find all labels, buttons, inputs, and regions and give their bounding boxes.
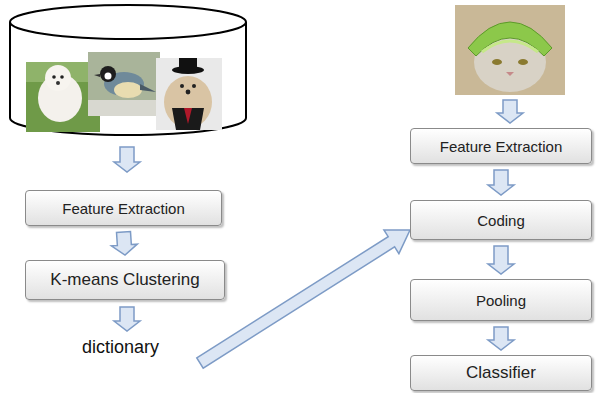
box-label: K-means Clustering [50, 270, 199, 290]
process-box: K-means Clustering [25, 260, 225, 300]
box-label: Coding [477, 212, 525, 229]
flow-arrow [114, 147, 140, 172]
flow-arrow [111, 232, 137, 255]
process-box: Feature Extraction [25, 190, 222, 226]
cat-photo [455, 5, 565, 95]
box-label: Feature Extraction [440, 138, 563, 155]
box-label: Feature Extraction [62, 200, 185, 217]
box-label: Pooling [476, 292, 526, 309]
flow-arrow [114, 307, 140, 331]
dictionary-label: dictionary [82, 337, 159, 358]
flow-arrow [488, 246, 514, 274]
dictionary-arrow [197, 230, 410, 368]
process-box: Feature Extraction [410, 128, 592, 164]
flow-arrow [488, 327, 514, 350]
dog-hat-photo [156, 58, 222, 130]
process-box: Classifier [410, 355, 592, 391]
database-top [10, 5, 246, 39]
process-box: Pooling [410, 279, 592, 321]
flow-arrow [497, 100, 523, 123]
flow-arrow [488, 170, 514, 195]
process-box: Coding [410, 200, 592, 240]
box-label: Classifier [466, 363, 536, 383]
bird-photo [88, 52, 160, 116]
